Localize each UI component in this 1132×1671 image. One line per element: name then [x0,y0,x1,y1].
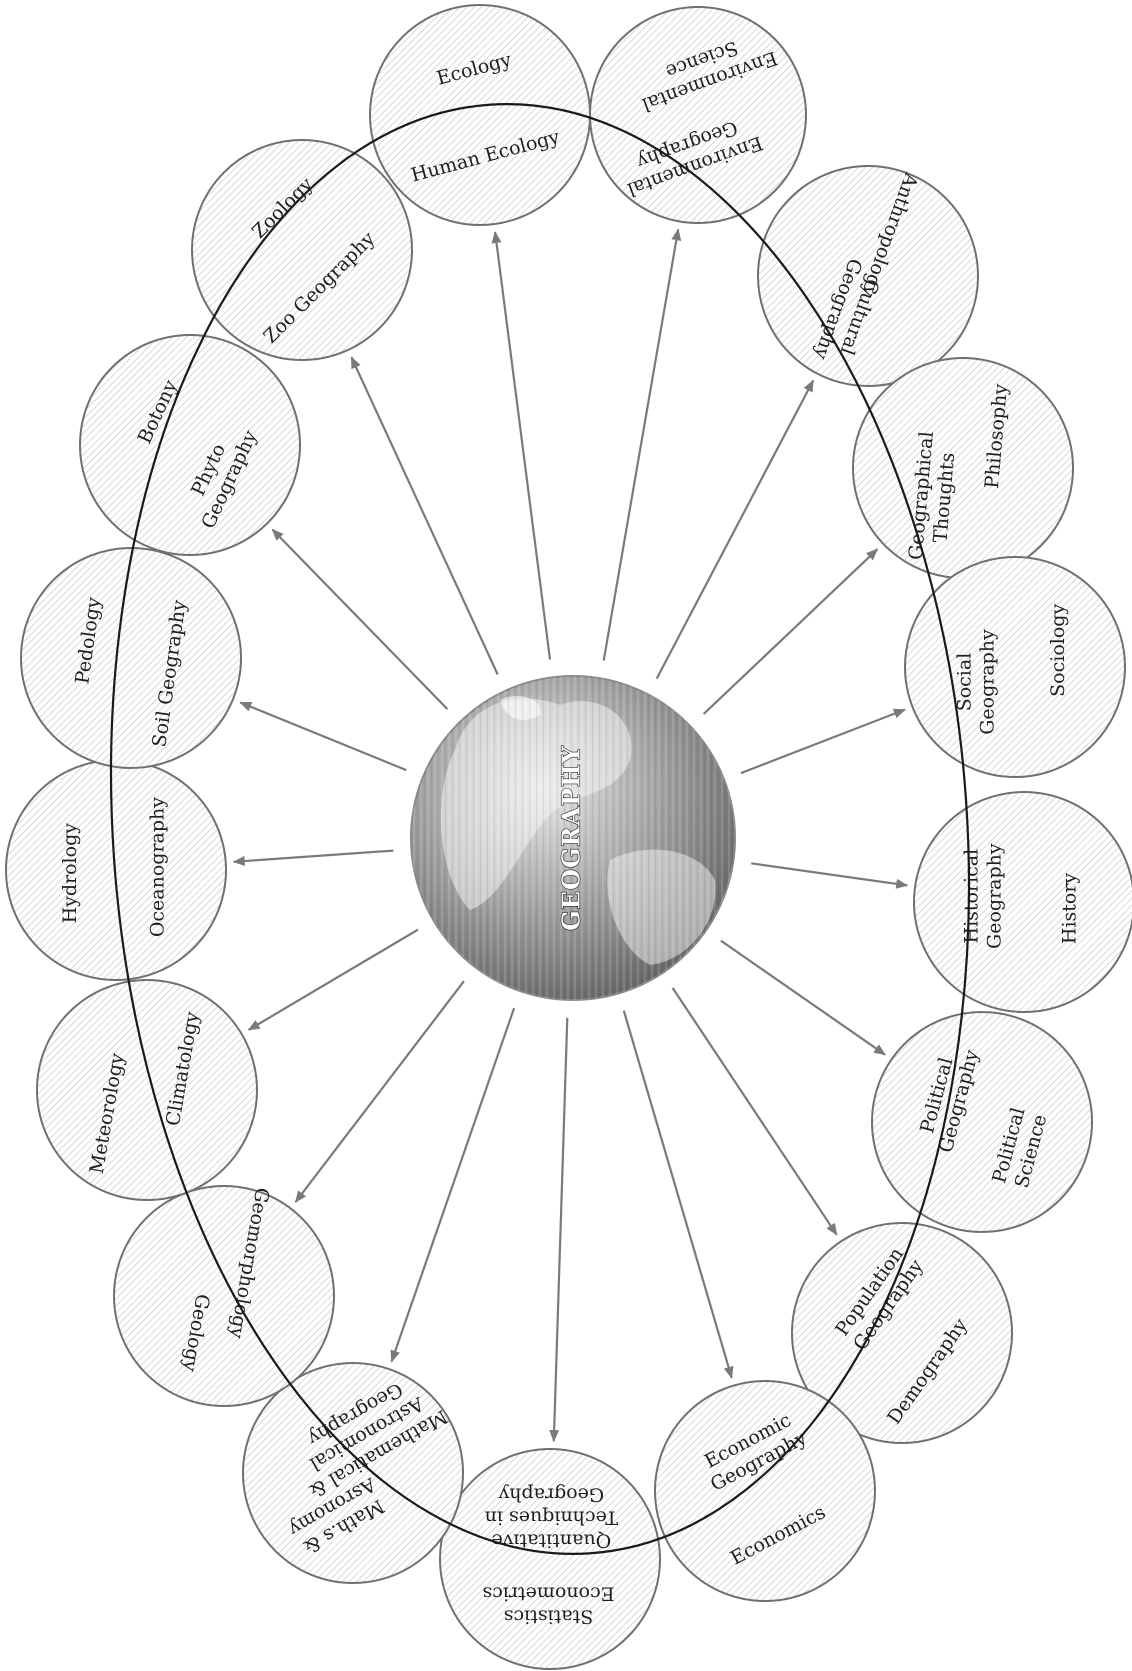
globe-icon: GEOGRAPHY [410,675,736,1001]
node-circle [791,1222,1013,1444]
arrows-layer [232,228,909,1443]
node-circle [913,791,1132,1013]
node-circle [191,139,413,361]
node-circle [79,334,301,556]
arrow-to-pedology [239,701,407,772]
node-outer-label: Hydrology [59,823,81,924]
arrow-to-environmental [602,228,682,661]
node-statistics: StatisticsEconometrics QuantitativeTechni… [439,1448,661,1670]
node-inner-label: QuantitativeTechniques inGeography [485,1483,618,1551]
arrow-to-ecology [491,231,552,660]
arrow-to-geology [294,980,465,1203]
node-outer-label: StatisticsEconometrics [482,1583,614,1628]
node-circle [757,165,979,387]
node-sociology: Sociology SocialGeography [904,556,1126,778]
arrow-to-statistics [549,1017,569,1443]
node-environmental: EnvironmentalScienceEnvironmentalGeograp… [589,6,807,224]
arrow-to-zoology [350,356,499,675]
node-outer-label: History [1059,873,1081,945]
node-inner-label: SocialGeography [954,629,999,735]
arrow-to-political [720,939,886,1056]
node-circle [439,1448,661,1670]
center-label: GEOGRAPHY [557,745,586,931]
node-circle [20,547,242,769]
arrow-to-sociology [740,708,906,775]
node-circle [904,556,1126,778]
node-circle [369,4,591,226]
node-inner-label: HistoricalGeography [960,843,1005,949]
node-circle [852,357,1074,579]
arrow-to-history [751,862,909,889]
arrow-to-economics [622,1010,734,1379]
node-circle [242,1362,464,1584]
connecting-ellipse [109,103,971,1555]
node-outer-label: Sociology [1047,604,1069,697]
node-circle [113,1185,335,1407]
arrow-to-botony [271,528,449,710]
node-circle [5,759,227,981]
arrow-to-hydrology [232,849,394,867]
node-circle [654,1380,876,1602]
node-hydrology: Hydrology Oceanography [5,759,227,981]
node-inner-label: Oceanography [146,797,168,937]
node-circle [36,979,258,1201]
arrow-to-demography [671,987,838,1236]
arrow-to-maths [390,1007,516,1363]
node-circle [589,6,807,224]
node-circle [871,1011,1093,1233]
arrow-to-anthropology [655,379,815,680]
arrow-to-philosophy [702,548,879,715]
arrow-to-meteorology [247,928,419,1031]
node-history: History HistoricalGeography [913,791,1132,1013]
